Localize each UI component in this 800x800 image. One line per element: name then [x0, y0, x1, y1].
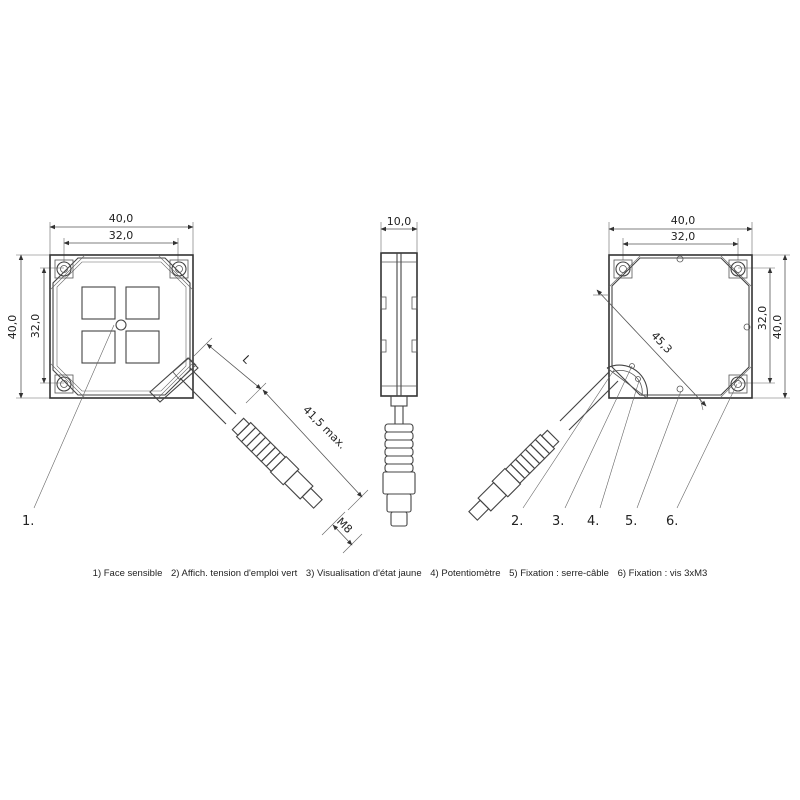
dim-back-diagonal: 45,3 [648, 329, 674, 356]
dim-back-height-outer: 40,0 [771, 315, 784, 340]
dim-connector-thread: M8 [334, 515, 355, 536]
cable-tie-hole-right [743, 323, 751, 331]
front-screw-bottom-left [54, 374, 74, 394]
cable-tie-hole-bottom [676, 385, 684, 393]
dim-line-cable-length [206, 343, 262, 390]
dim-front-height-outer: 40,0 [6, 315, 19, 340]
callout-6: 6. [666, 514, 678, 529]
leader-lines [33, 324, 738, 509]
legend-item-3: 3) Visualisation d'état jaune [305, 568, 422, 579]
legend-item-6: 6) Fixation : vis 3xM3 [617, 568, 708, 579]
dim-cable-length: L [240, 353, 254, 367]
side-view: 10,0 [380, 215, 418, 527]
callout-3: 3. [552, 514, 564, 529]
side-connector [382, 423, 416, 527]
sensing-face [81, 286, 160, 364]
legend-item-2: 2) Affich. tension d'emploi vert [171, 568, 298, 579]
back-screw-bottom-right [728, 374, 748, 394]
cable-dimensions: L 41,5 max. M8 [193, 337, 369, 554]
dim-front-width-inner: 32,0 [109, 229, 134, 242]
front-housing-outline [49, 254, 194, 399]
front-view: 40,0 32,0 40,0 32,0 [6, 212, 199, 403]
dim-line-connector-thread [332, 524, 353, 546]
back-screw-top-left [613, 259, 633, 279]
legend-item-1: 1) Face sensible [92, 568, 163, 579]
dim-front-width-outer: 40,0 [109, 212, 134, 225]
back-cable-connector [468, 371, 619, 521]
dim-side-width: 10,0 [387, 215, 412, 228]
back-screw-top-right [728, 259, 748, 279]
legend-item-4: 4) Potentiomètre [430, 568, 501, 579]
dim-connector-length: 41,5 max. [300, 403, 348, 451]
dim-back-width-outer: 40,0 [671, 214, 696, 227]
dim-front-height-inner: 32,0 [29, 314, 42, 339]
front-cable-connector [179, 367, 323, 509]
legend: 1) Face sensible 2) Affich. tension d'em… [0, 568, 800, 579]
front-screw-top-right [169, 259, 189, 279]
front-screw-top-left [54, 259, 74, 279]
back-view: 40,0 32,0 32,0 40,0 [593, 214, 790, 411]
dim-back-height-inner: 32,0 [756, 306, 769, 331]
dim-line-connector-length [262, 389, 363, 498]
back-housing-outline [608, 254, 753, 399]
legend-item-5: 5) Fixation : serre-câble [509, 568, 609, 579]
callout-4: 4. [587, 514, 599, 529]
dim-back-width-inner: 32,0 [671, 230, 696, 243]
front-cable-gland [149, 357, 199, 403]
callout-5: 5. [625, 514, 637, 529]
callout-1: 1. [22, 514, 34, 529]
dim-line-back-diagonal [596, 289, 707, 407]
side-housing-outline [380, 252, 418, 397]
callout-2: 2. [511, 514, 523, 529]
cable-tie-hole-top [676, 255, 684, 263]
